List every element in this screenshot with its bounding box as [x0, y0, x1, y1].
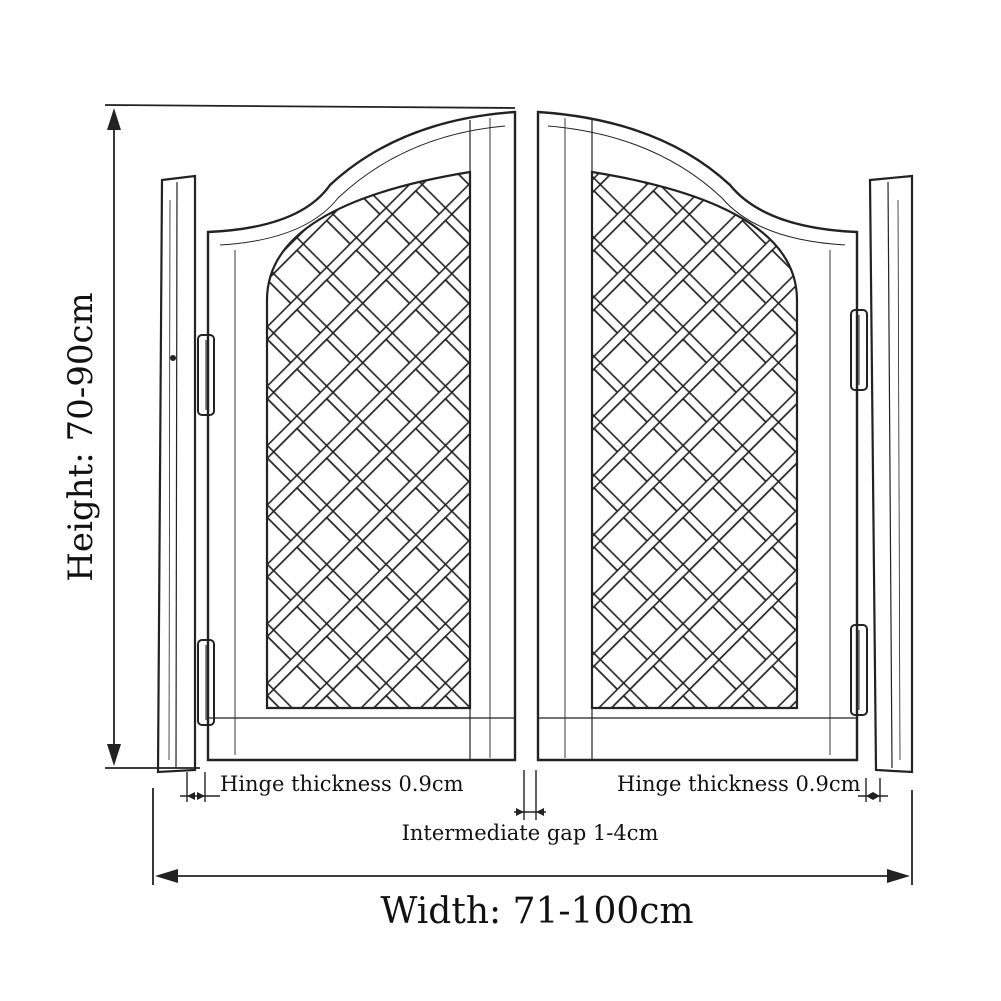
- hinge-thickness-label-left: Hinge thickness 0.9cm: [220, 772, 464, 796]
- hinge-thickness-marker-left: [180, 772, 220, 802]
- right-wall-post: [868, 174, 914, 774]
- height-label: Height: 70-90cm: [61, 292, 101, 582]
- hinge-thickness-label-right: Hinge thickness 0.9cm: [617, 772, 861, 796]
- right-door-leaf: [536, 110, 859, 762]
- left-wall-post: [156, 174, 197, 774]
- hinge-thickness-marker-right: [858, 778, 888, 802]
- width-dimension: [152, 788, 913, 885]
- gap-label: Intermediate gap 1-4cm: [402, 821, 659, 845]
- height-dimension: [104, 104, 516, 769]
- width-label: Width: 71-100cm: [380, 891, 693, 932]
- gap-marker: [514, 770, 546, 820]
- hinge-icon: [197, 309, 868, 726]
- left-door-leaf: [206, 110, 517, 762]
